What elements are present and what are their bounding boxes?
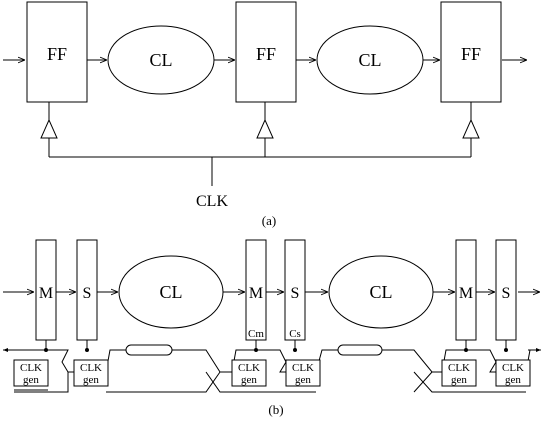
clock-gen-label: CLK (448, 362, 470, 374)
clock-gen-label: gen (23, 374, 39, 386)
logic-block-b1: CL (118, 255, 224, 329)
caption-a: (a) (262, 213, 276, 228)
flipflop-label: FF (461, 44, 481, 64)
clock-distribution (3, 348, 541, 393)
caption-b: (b) (268, 402, 283, 417)
logic-label: CL (358, 50, 381, 70)
logic-block-2: CL (316, 25, 424, 95)
clock-gen-3: CLK gen (231, 359, 267, 387)
logic-block-1: CL (107, 25, 215, 95)
flipflop-label: FF (256, 44, 276, 64)
latch-label: M (249, 285, 263, 302)
figure-b: M S M Cm S Cs M S CL (3, 239, 541, 417)
latch-capacitance-label: Cs (289, 328, 301, 340)
clock-gen-label: CLK (502, 362, 524, 374)
clock-label: CLK (196, 193, 228, 210)
latch-label: S (502, 285, 511, 302)
clock-gen-label: gen (83, 374, 99, 386)
clock-gen-5: CLK gen (441, 359, 477, 387)
figure-a: FF FF FF CL CL (3, 1, 527, 228)
clock-gen-1: CLK gen (13, 359, 49, 391)
latch-capacitance-label: Cm (248, 328, 264, 340)
logic-label: CL (159, 282, 182, 302)
clock-gen-label: gen (295, 374, 311, 386)
logic-label: CL (369, 282, 392, 302)
clock-buffer-3 (462, 102, 480, 157)
clock-gen-label: CLK (238, 362, 260, 374)
clock-buffer-2 (256, 102, 274, 157)
clock-gen-6: CLK gen (495, 359, 531, 387)
clock-buffer-1 (40, 102, 58, 157)
clock-gen-label: gen (451, 374, 467, 386)
latch-label: S (83, 285, 92, 302)
flipflop-1: FF (26, 1, 88, 103)
clock-gen-label: CLK (292, 362, 314, 374)
transmission-line-segment (125, 344, 173, 356)
clock-gen-4: CLK gen (285, 359, 321, 387)
flipflop-3: FF (440, 1, 502, 103)
latch-master-2: M Cm (245, 239, 267, 341)
latch-slave-2: S Cs (284, 239, 306, 341)
flipflop-label: FF (47, 44, 67, 64)
latch-master-1: M (35, 239, 57, 341)
latch-label: S (291, 285, 300, 302)
latch-label: M (39, 285, 53, 302)
logic-block-b2: CL (328, 255, 434, 329)
clock-gen-label: gen (505, 374, 521, 386)
clock-gen-label: gen (241, 374, 257, 386)
clock-gen-label: CLK (20, 362, 42, 374)
latch-slave-1: S (76, 239, 98, 341)
clock-gen-2: CLK gen (73, 359, 109, 387)
flipflop-2: FF (235, 1, 297, 103)
logic-label: CL (149, 50, 172, 70)
latch-master-3: M (455, 239, 477, 341)
transmission-line-segment (337, 344, 383, 356)
latch-slave-3: S (495, 239, 517, 341)
latch-label: M (459, 285, 473, 302)
clock-gen-label: CLK (80, 362, 102, 374)
